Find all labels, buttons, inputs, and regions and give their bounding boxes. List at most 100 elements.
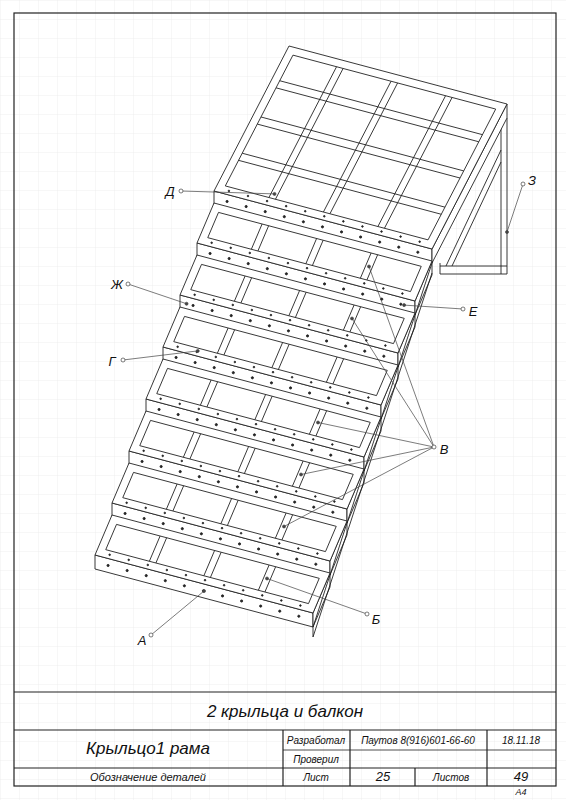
bolt-hole [306,267,308,269]
bolt-hole [185,574,187,576]
bolt-hole [308,324,310,326]
bolt-hole [228,190,230,192]
bolt-hole [383,355,385,357]
cross-beam [384,97,452,228]
stringer [313,627,314,637]
bolt-hole [217,481,219,483]
bolt-hole [306,335,308,337]
bolt-hole [292,444,294,446]
bolt-hole [247,195,249,197]
bolt-hole [223,584,225,586]
leader-dot [317,421,320,424]
bolt-hole [160,398,162,400]
cross-beam [269,67,337,198]
cross-beam [278,344,289,369]
bolt-hole [325,272,327,274]
bolt-hole [281,600,283,602]
bolt-hole [351,449,353,451]
bolt-hole [344,278,346,280]
bolt-hole [240,532,242,534]
support-post [440,263,441,274]
bolt-hole [215,424,217,426]
leader-end [432,445,436,449]
bolt-hole [251,309,253,311]
bolt-hole [226,200,228,202]
bolt-hole [366,407,368,409]
bolt-hole [221,527,223,529]
bolt-hole [215,356,217,358]
bolt-hole [236,418,238,420]
stringer [313,263,432,627]
callout-letter: В [440,443,449,457]
table-cell: Лист [303,772,329,783]
table-cell: Листов [433,772,469,783]
stair-frame [95,46,507,637]
bolt-hole [213,367,215,369]
tread-opening [106,524,319,603]
bolt-hole [211,242,213,244]
bolt-hole [202,590,204,592]
leader-line [369,267,434,448]
bolt-hole [145,507,147,509]
leader-end [461,307,465,311]
bolt-hole [398,246,400,248]
bolt-hole [349,392,351,394]
leader-end [126,282,130,286]
bolt-hole [253,434,255,436]
sheet-title: 2 крыльца и балкон [207,703,363,722]
bolt-hole [166,569,168,571]
cross-beam [261,396,272,421]
leader-dot [196,349,199,352]
bolt-hole [232,304,234,306]
stringer [313,273,432,637]
bolt-hole [126,569,128,571]
cross-beam [378,96,446,227]
bolt-hole [249,252,251,254]
bolt-hole [232,372,234,374]
bolt-hole [221,595,223,597]
bolt-hole [126,502,128,504]
bolt-hole [192,304,194,306]
bolt-hole [304,278,306,280]
leader-dot [351,317,354,320]
bolt-hole [128,559,130,561]
sheet-format: А4 [515,788,526,798]
bolt-hole [143,450,145,452]
support-beam [440,274,507,275]
bolt-hole [343,288,345,290]
bolt-hole [259,538,261,540]
title-block [14,13,556,786]
bolt-hole [268,257,270,259]
bolt-hole [264,211,266,213]
bolt-hole [298,615,300,617]
table-cell: 25 [376,770,390,784]
bolt-hole [400,236,402,238]
cross-beam [275,68,343,199]
bolt-hole [175,356,177,358]
bolt-hole [238,543,240,545]
bolt-hole [141,460,143,462]
cross-beam [257,124,460,178]
leader-line [404,305,463,309]
support-post [501,118,502,274]
cross-beam [242,153,445,207]
bolt-hole [177,346,179,348]
bolt-hole [164,512,166,514]
bolt-hole [228,257,230,259]
bolt-hole [257,480,259,482]
cross-beam [330,83,398,214]
bolt-hole [124,512,126,514]
bolt-hole [291,376,293,378]
cross-beam [276,88,479,142]
bolt-hole [279,610,281,612]
callout-letter: Ж [111,278,123,292]
bolt-hole [261,595,263,597]
leader-end [365,612,369,616]
bolt-hole [317,553,319,555]
bolt-hole [177,413,179,415]
cross-beam [241,278,252,303]
table-cell: Разработал [287,735,345,746]
leader-line [507,184,523,232]
